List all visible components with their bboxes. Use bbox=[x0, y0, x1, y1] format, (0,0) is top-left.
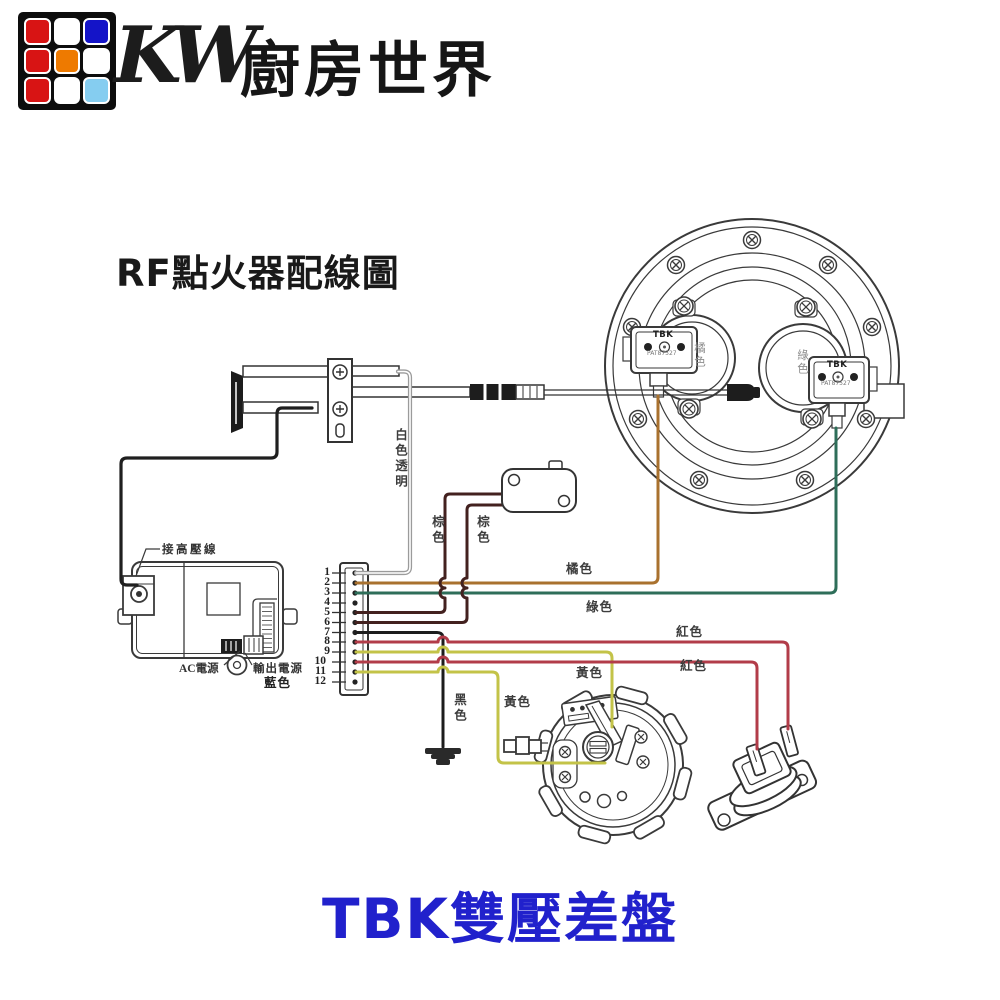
nozzle bbox=[503, 739, 517, 753]
label-brown-2: 棕色 bbox=[475, 515, 490, 546]
logo-cell bbox=[83, 77, 110, 104]
thermostat bbox=[707, 724, 818, 831]
ground-symbol bbox=[425, 748, 461, 765]
wire-yellow-1 bbox=[354, 645, 614, 729]
brand-kw-text: KW bbox=[114, 10, 258, 101]
label-patent-right: PAT87527 bbox=[821, 380, 851, 387]
ac-label-leader bbox=[223, 650, 241, 666]
wire-red-2 bbox=[354, 655, 759, 751]
pin-number-8: 8 bbox=[324, 635, 330, 647]
wire-brown-1 bbox=[354, 492, 504, 614]
label-plate-orange: 橘色 bbox=[693, 342, 707, 369]
wire-green bbox=[354, 426, 838, 595]
logo-cell bbox=[24, 77, 51, 104]
wire-brown-2 bbox=[354, 503, 504, 624]
pin-number-10: 10 bbox=[314, 655, 327, 667]
logo-cell bbox=[53, 47, 81, 75]
micro-switch bbox=[501, 460, 577, 513]
pin-number-4: 4 bbox=[324, 596, 330, 608]
label-plate-green: 綠色 bbox=[796, 349, 810, 376]
label-yellow-wire-2: 黃色 bbox=[504, 694, 532, 709]
tbk-switch-left bbox=[622, 326, 698, 398]
pin-number-3: 3 bbox=[324, 586, 330, 598]
label-white-transparent: 白色透明 bbox=[393, 428, 408, 490]
label-red-wire-2: 紅色 bbox=[680, 658, 708, 673]
label-blue-wire: 藍色 bbox=[264, 675, 292, 690]
logo-cell bbox=[83, 18, 110, 45]
pressure-switch bbox=[503, 685, 693, 845]
pin-number-2: 2 bbox=[324, 576, 330, 588]
pin-number-6: 6 bbox=[324, 615, 330, 628]
label-ac-power: AC電源 bbox=[179, 663, 219, 675]
wire-white-transparent-core bbox=[355, 370, 411, 574]
logo-cell bbox=[53, 18, 81, 45]
logo-cell bbox=[83, 47, 110, 75]
label-orange-wire: 橘色 bbox=[566, 561, 594, 576]
diaphragm-screws bbox=[672, 296, 824, 429]
tbk-switch-right bbox=[808, 356, 878, 429]
wire-black bbox=[354, 631, 445, 749]
pin-number-12: 12 bbox=[314, 675, 327, 687]
label-output-power: 輸出電源 bbox=[253, 663, 303, 675]
label-brown-1: 棕色 bbox=[430, 515, 445, 546]
pin-number-9: 9 bbox=[324, 645, 330, 657]
wire-orange bbox=[354, 394, 660, 585]
label-yellow-wire-1: 黃色 bbox=[576, 665, 604, 680]
mounting-tab bbox=[226, 654, 248, 676]
diagram-title: RF點火器配線圖 bbox=[116, 252, 400, 295]
pin-number-1: 1 bbox=[324, 566, 330, 578]
brand-logo-grid bbox=[18, 12, 116, 110]
label-green-wire: 綠色 bbox=[586, 599, 614, 614]
label-tbk-left: TBK bbox=[653, 330, 674, 340]
logo-cell bbox=[24, 47, 51, 75]
pressure-plate bbox=[604, 218, 905, 514]
output-label-leader bbox=[244, 652, 253, 666]
label-patent-left: PAT87527 bbox=[647, 350, 677, 357]
plate-screws bbox=[622, 230, 882, 490]
label-red-wire-1: 紅色 bbox=[676, 624, 704, 639]
wire-high-voltage bbox=[119, 406, 314, 587]
hv-label-leader bbox=[135, 548, 160, 577]
pin-number-11: 11 bbox=[315, 665, 326, 677]
caption-title: TBK雙壓差盤 bbox=[321, 887, 679, 951]
wire-red-1 bbox=[354, 635, 790, 731]
logo-cell bbox=[53, 77, 81, 104]
brand-chinese-name: 廚房世界 bbox=[240, 36, 496, 106]
wire-yellow-2 bbox=[354, 665, 607, 765]
control-box bbox=[117, 548, 298, 676]
label-tbk-right: TBK bbox=[827, 360, 848, 370]
logo-cell bbox=[24, 18, 51, 45]
label-black-wire: 黑色 bbox=[452, 693, 467, 724]
label-hv-wire: 接高壓線 bbox=[162, 544, 218, 556]
pin-number-7: 7 bbox=[324, 625, 330, 638]
pin-number-5: 5 bbox=[324, 605, 330, 618]
